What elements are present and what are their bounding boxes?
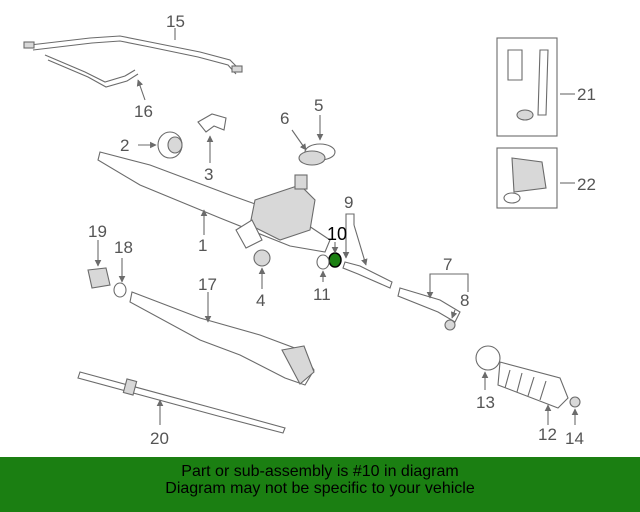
bushing-part-4 [253, 249, 271, 267]
boot-part-12 [497, 361, 581, 409]
info-banner: Part or sub-assembly is #10 in diagram D… [0, 457, 640, 512]
highlighted-part-10[interactable] [328, 252, 342, 268]
pump-assembly-part-22 [496, 147, 558, 209]
callout-17: 17 [198, 275, 217, 294]
callout-4: 4 [256, 291, 265, 310]
callout-19: 19 [88, 222, 107, 241]
callout-20: 20 [150, 429, 169, 448]
parts-diagram: 15 16 2 3 5 6 1 9 10 11 4 7 8 19 18 17 2… [23, 12, 596, 448]
callout-8: 8 [460, 291, 469, 310]
tie-rod-end-part-7-8 [397, 287, 461, 331]
bushing-part-19-18 [87, 267, 127, 298]
leader-lines [94, 28, 579, 425]
callout-numbers: 15 16 2 3 5 6 1 9 10 11 4 7 8 19 18 17 2… [88, 12, 596, 448]
callout-10[interactable]: 10 [327, 224, 347, 244]
bushing-part-2 [157, 131, 183, 159]
callout-18: 18 [114, 238, 133, 257]
callout-9: 9 [344, 193, 353, 212]
rack-housing-part-17 [129, 291, 315, 386]
callout-2: 2 [120, 136, 129, 155]
callout-22: 22 [577, 175, 596, 194]
seal-part-5-6 [298, 143, 336, 166]
rack-shaft-part-20 [77, 371, 286, 434]
banner-line-1: Part or sub-assembly is #10 in diagram [181, 463, 459, 480]
callout-16: 16 [134, 102, 153, 121]
callout-21: 21 [577, 85, 596, 104]
callout-15: 15 [166, 12, 185, 31]
callout-5: 5 [314, 96, 323, 115]
callout-12: 12 [538, 425, 557, 444]
steering-rack-part-1 [97, 151, 331, 253]
clamp-part-13 [475, 345, 501, 371]
callout-11: 11 [313, 285, 331, 304]
valve-assembly-part-21 [496, 37, 558, 137]
bracket-part-3 [197, 113, 227, 133]
callout-6: 6 [280, 109, 289, 128]
callout-3: 3 [204, 165, 213, 184]
feed-lines-part [23, 35, 243, 88]
nut-part-11 [316, 254, 330, 270]
tie-rod-part-9 [342, 261, 393, 289]
banner-line-2: Diagram may not be specific to your vehi… [165, 480, 475, 497]
callout-1: 1 [198, 236, 207, 255]
callout-7: 7 [443, 255, 452, 274]
callout-13: 13 [476, 393, 495, 412]
callout-14: 14 [565, 429, 584, 448]
